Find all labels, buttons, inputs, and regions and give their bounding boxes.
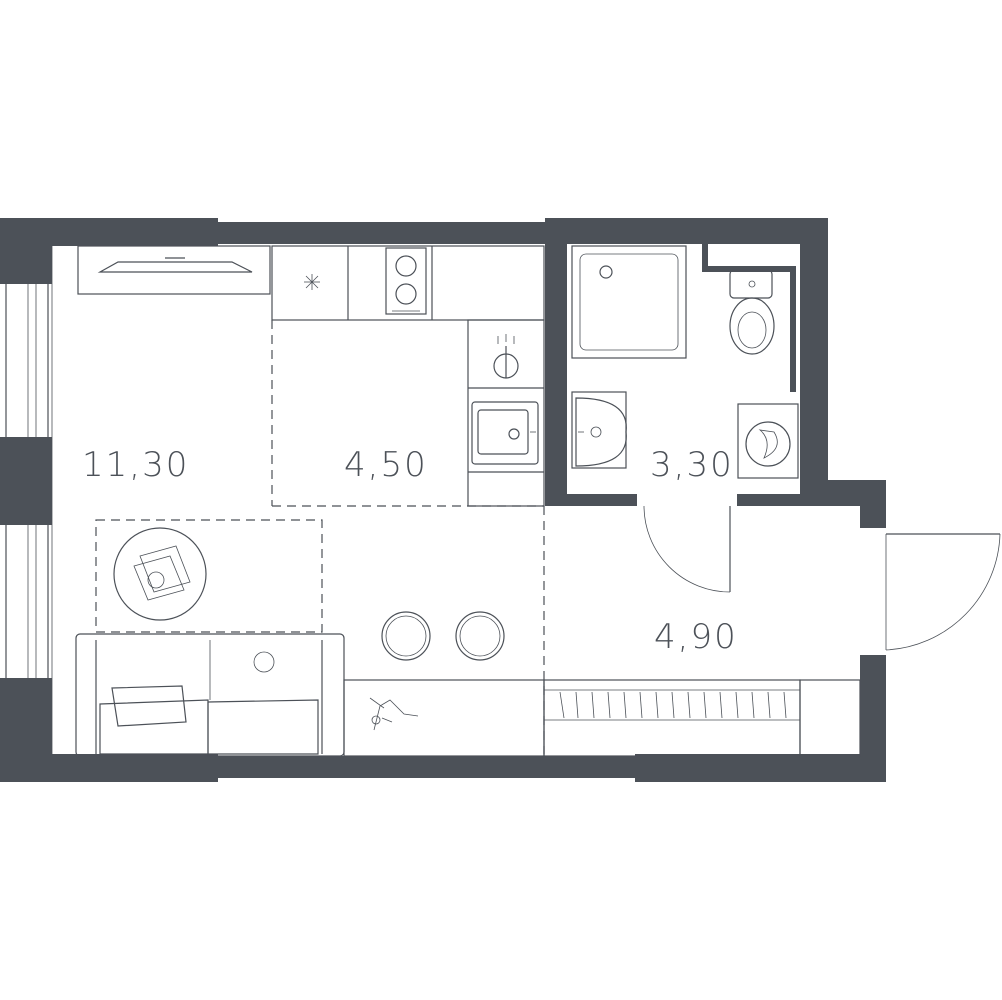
shower-icon <box>571 245 687 359</box>
stove-icon <box>385 247 427 315</box>
bathroom-area: 3,30 <box>650 445 734 485</box>
wardrobe-icon <box>543 679 861 757</box>
toilet-icon <box>729 269 775 355</box>
tv-icon <box>77 245 271 295</box>
chair-icon <box>381 611 505 661</box>
zone-boundaries <box>95 320 545 754</box>
kitchen-sink-icon <box>471 401 539 465</box>
door-swing-icon <box>643 505 1001 651</box>
kitchen-counter <box>271 245 545 507</box>
living-room-area: 11,30 <box>82 445 189 485</box>
spark-icon <box>304 274 320 290</box>
table-icon <box>113 527 207 621</box>
walls <box>0 218 886 782</box>
faucet-icon <box>493 334 519 379</box>
sink-icon <box>571 391 627 469</box>
kitchen-area: 4,50 <box>344 445 428 485</box>
hallway-area: 4,90 <box>654 617 738 657</box>
plant-icon <box>343 679 545 757</box>
washing-machine-icon <box>737 403 799 479</box>
window-icon <box>5 284 49 678</box>
sofa-icon <box>75 633 345 757</box>
